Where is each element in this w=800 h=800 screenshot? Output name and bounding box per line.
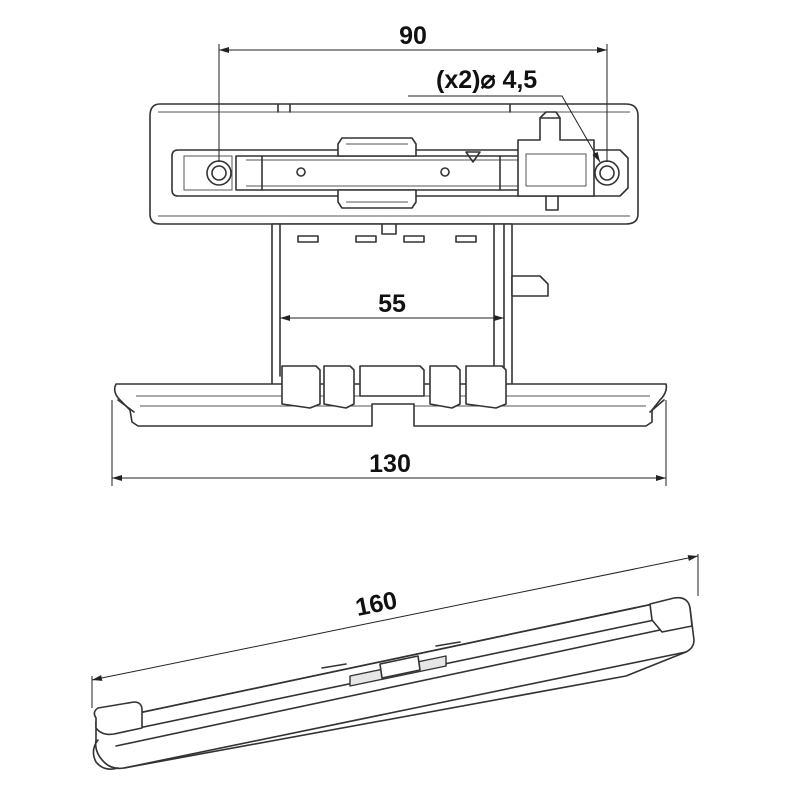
dimension-hole: (x2)⌀ 4,5 <box>408 66 601 163</box>
dimension-label-55: 55 <box>378 290 406 318</box>
dimension-label-130: 130 <box>369 450 411 478</box>
base-plate <box>113 365 668 427</box>
dimension-130: 130 <box>111 400 667 486</box>
dimension-label-hole: (x2)⌀ 4,5 <box>436 66 537 94</box>
dimension-90: 90 <box>218 22 608 162</box>
top-plate <box>149 103 639 225</box>
dimension-label-90: 90 <box>399 22 427 50</box>
dimension-label-160: 160 <box>353 586 399 622</box>
dimension-55: 55 <box>280 290 504 321</box>
side-view: 160 <box>91 554 699 770</box>
top-view: 90 (x2)⌀ 4,5 55 130 <box>111 22 668 486</box>
